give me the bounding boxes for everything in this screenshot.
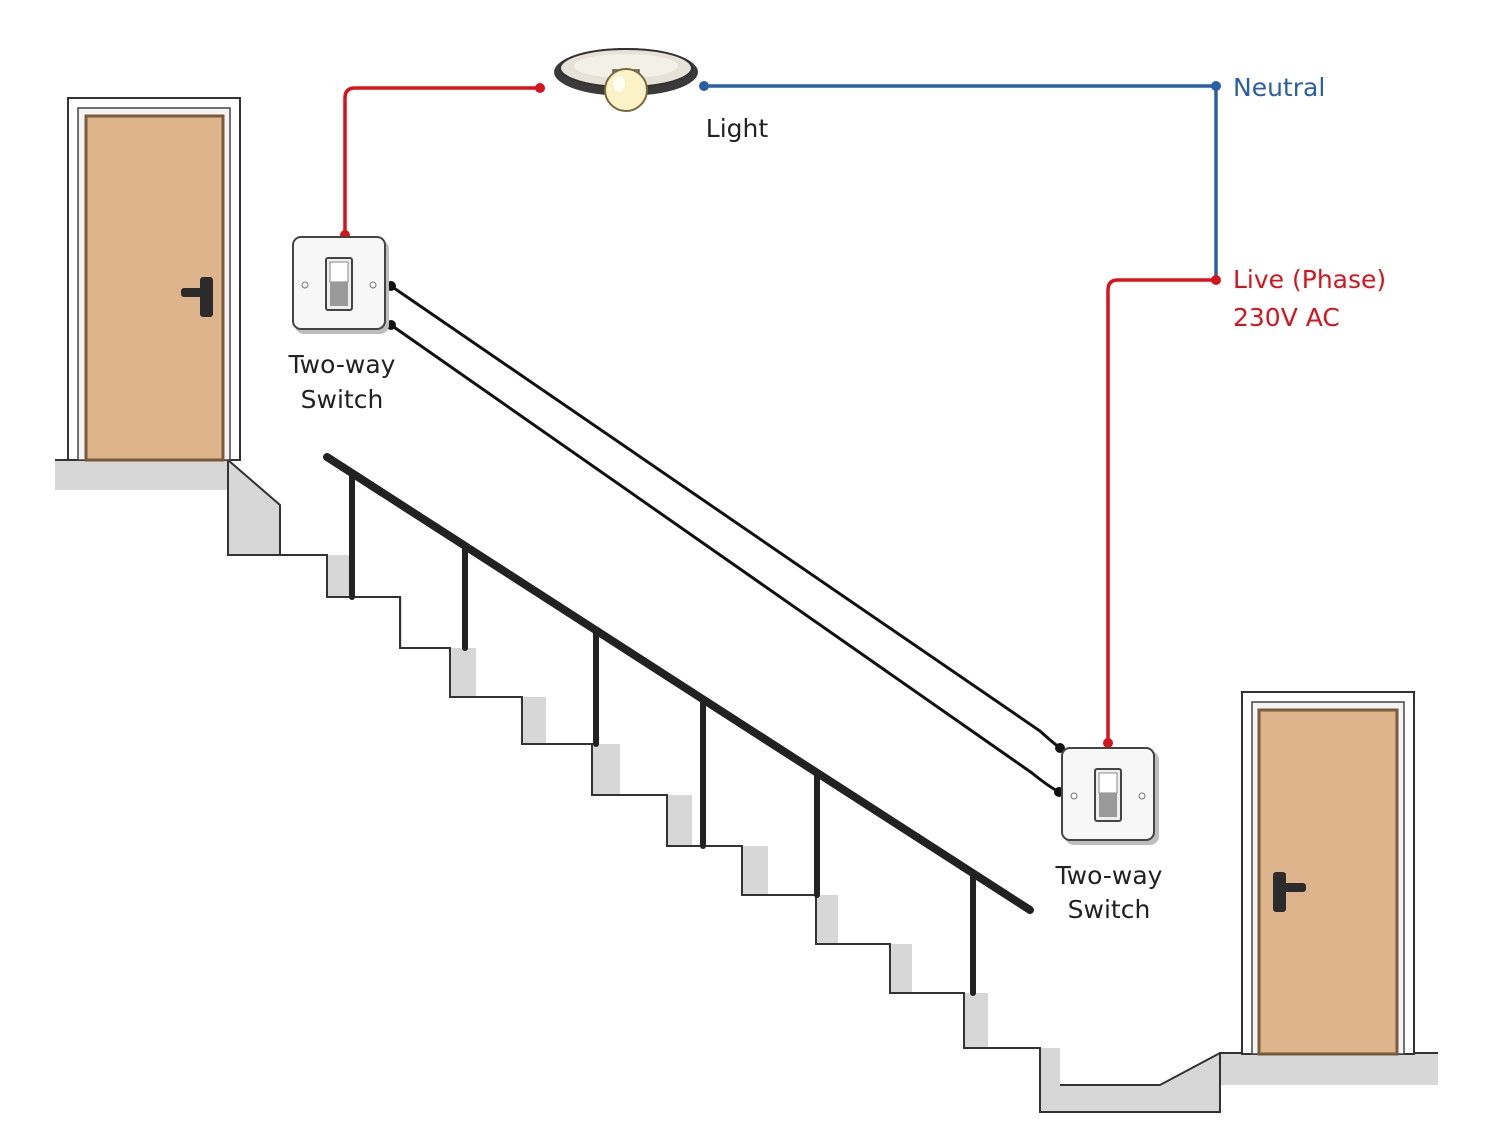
staircase — [55, 459, 1438, 1113]
switch-screw — [1070, 792, 1078, 800]
door-handle-lever — [181, 288, 207, 297]
bulb-highlight — [613, 76, 625, 92]
door-handle-lever — [1278, 883, 1306, 892]
neutral-label: Neutral — [1233, 73, 1325, 102]
door-handle-plate — [200, 277, 213, 317]
switch-bottom-label-line1: Two-way — [1055, 861, 1163, 890]
terminal-dot — [1211, 275, 1221, 285]
handrail-rail — [323, 453, 1034, 914]
live-supply-wire — [1106, 278, 1216, 743]
terminal-dot — [1055, 743, 1065, 753]
terminal-dot — [535, 83, 545, 93]
ceiling-light-icon — [554, 48, 698, 112]
switch-top-label-line2: Switch — [301, 385, 384, 414]
live-label: Live (Phase) — [1233, 265, 1386, 294]
two-way-switch-bottom[interactable] — [1061, 747, 1159, 845]
switch-rocker-lower — [1099, 793, 1117, 817]
switch-bottom-label-line2: Switch — [1068, 895, 1151, 924]
terminal-dot — [1211, 81, 1221, 91]
switch-screw — [1138, 792, 1146, 800]
handrail — [323, 453, 1034, 996]
two-way-switch-top[interactable] — [292, 236, 389, 334]
light-label: Light — [706, 114, 769, 143]
light-bulb-icon — [604, 68, 648, 112]
door-handle-plate — [1273, 872, 1286, 912]
switch-rocker-lower — [330, 282, 348, 306]
light-canopy-inner — [574, 54, 678, 78]
door-bottom-right — [1241, 691, 1415, 1056]
traveller-wire-1 — [390, 284, 1061, 750]
stair-inner-edge — [227, 460, 280, 556]
switch-screw — [301, 281, 309, 289]
switch-rocker[interactable] — [1098, 772, 1118, 794]
switch-rocker[interactable] — [329, 261, 349, 283]
door-top-left — [67, 97, 241, 462]
neutral-wire — [704, 84, 1218, 280]
terminal-dot — [699, 81, 709, 91]
landing-slope-edge — [1060, 1052, 1221, 1086]
live-wire-to-light — [343, 86, 540, 235]
live-voltage-label: 230V AC — [1233, 303, 1340, 332]
switch-screw — [369, 281, 377, 289]
stair-body — [55, 460, 1438, 1112]
terminal-dot — [1103, 738, 1113, 748]
stair-outline — [55, 459, 1438, 1113]
switch-top-label-line1: Two-way — [288, 350, 396, 379]
